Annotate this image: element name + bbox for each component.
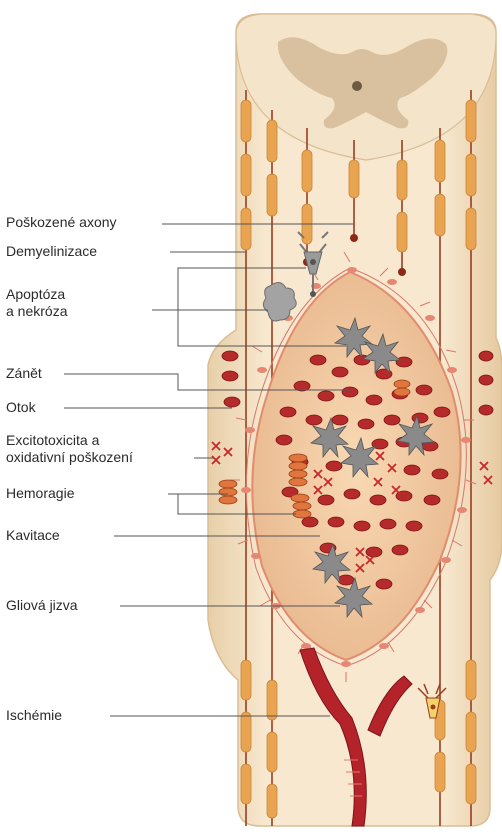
label-edema: Otok: [6, 399, 36, 416]
label-damaged-axons: Poškozené axony: [6, 214, 117, 231]
label-inflammation: Zánět: [6, 365, 42, 382]
label-hemorrhage: Hemoragie: [6, 485, 74, 502]
label-demyelination: Demyelinizace: [6, 243, 97, 260]
label-excitotoxicity: Excitotoxicita a oxidativní poškození: [6, 432, 133, 466]
label-ischemia: Ischémie: [6, 707, 62, 724]
central-canal: [352, 81, 362, 91]
label-apoptosis-necrosis: Apoptóza a nekróza: [6, 286, 67, 320]
label-glial-scar: Gliová jizva: [6, 597, 78, 614]
label-cavitation: Kavitace: [6, 527, 60, 544]
